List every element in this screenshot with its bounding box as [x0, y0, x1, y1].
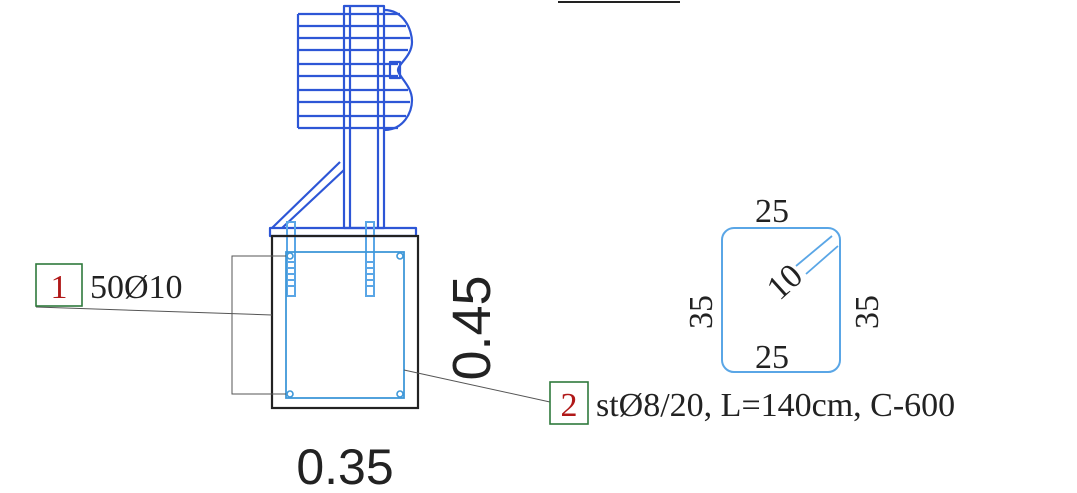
stirrup-hook-dim: 10 [760, 257, 810, 307]
anchor-bolt-thread [287, 261, 295, 287]
w-beam-profile [383, 8, 414, 132]
brace [271, 161, 341, 229]
callout-1: 1 50Ø10 [35, 255, 286, 395]
anchor-bolt [286, 221, 296, 297]
stirrup-left-dim: 35 [683, 295, 720, 329]
rebar-dot [396, 252, 404, 260]
rebar-dot [286, 252, 294, 260]
callout-1-text: 50Ø10 [90, 269, 183, 306]
callout-2: 2 stØ8/20, L=140cm, C-600 [403, 369, 955, 425]
beam-bolt [388, 60, 402, 80]
leader-line [35, 306, 273, 316]
callout-2-box [549, 381, 589, 425]
stirrup-bottom-dim: 25 [755, 339, 789, 376]
section-width-label: 0.35 [296, 439, 393, 493]
base-plate [268, 226, 418, 238]
anchor-bolt-thread [366, 261, 374, 287]
stirrup [285, 251, 405, 399]
stirrup-top-dim: 25 [755, 193, 789, 230]
bracket-line [231, 255, 286, 395]
guardrail [268, 4, 418, 238]
stirrup-hook [795, 235, 833, 267]
anchor-bolts [286, 221, 375, 297]
stirrup-hook [805, 245, 839, 275]
callout-1-box [35, 263, 83, 307]
section-height-label: 0.45 [442, 275, 502, 380]
stirrup-right-dim: 35 [849, 295, 886, 329]
leader-line [403, 369, 551, 403]
brace [281, 169, 345, 229]
stirrup-shape-detail: 25 25 35 35 10 [683, 193, 886, 376]
stirrup-shape [721, 227, 841, 373]
anchor-bolt [365, 221, 375, 297]
foundation-section [270, 234, 420, 410]
callout-2-number: 2 [561, 387, 578, 424]
callout-1-number: 1 [51, 269, 68, 306]
callout-2-text: stØ8/20, L=140cm, C-600 [596, 387, 955, 424]
concrete-outline [270, 234, 420, 410]
rebar-dot [286, 390, 294, 398]
rebar-dot [396, 390, 404, 398]
